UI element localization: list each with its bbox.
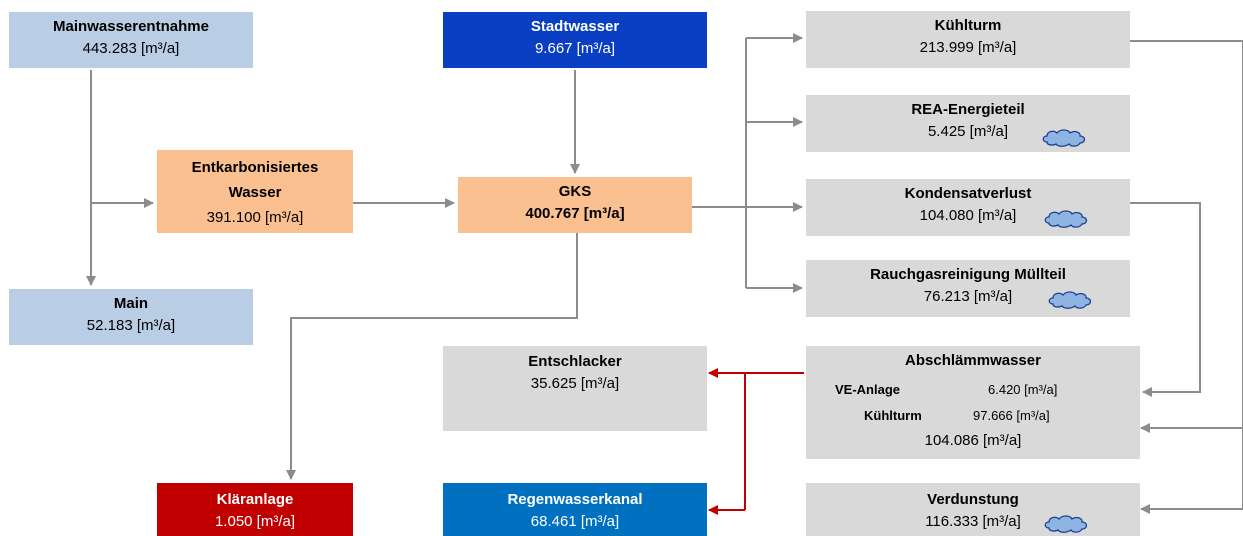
- cloud-icon: [1048, 291, 1092, 309]
- node-title: Kondensatverlust: [904, 185, 1032, 202]
- node-title: Verdunstung: [927, 491, 1019, 508]
- flow-kondensat-to-abschlaemm: [1130, 202, 1201, 397]
- node-kuehlturm: Kühlturm 213.999 [m³/a]: [806, 11, 1130, 68]
- kuehlturm-sub-value: 97.666 [m³/a]: [973, 408, 1050, 423]
- cloud-icon: [1042, 129, 1086, 147]
- node-title: Rauchgasreinigung Müllteil: [870, 266, 1066, 283]
- node-value: 443.283 [m³/a]: [82, 40, 180, 57]
- node-verdunstung: Verdunstung 116.333 [m³/a]: [806, 483, 1140, 536]
- node-value: 68.461 [m³/a]: [530, 513, 620, 530]
- node-title: Mainwasserentnahme: [53, 18, 209, 35]
- node-value: 104.086 [m³/a]: [924, 432, 1022, 449]
- node-value: 35.625 [m³/a]: [530, 375, 620, 392]
- flow-kuehlturm-out: [1130, 40, 1243, 514]
- node-title: Abschlämmwasser: [905, 352, 1041, 369]
- kuehlturm-sub-label: Kühlturm: [864, 408, 922, 423]
- cloud-icon: [1044, 515, 1088, 533]
- node-main: Main 52.183 [m³/a]: [9, 289, 253, 345]
- node-title: Entschlacker: [528, 353, 622, 370]
- node-mainwasserentnahme: Mainwasserentnahme 443.283 [m³/a]: [9, 12, 253, 68]
- node-stadtwasser: Stadtwasser 9.667 [m³/a]: [443, 12, 707, 68]
- node-value: 400.767 [m³/a]: [525, 205, 625, 222]
- node-klaeranlage: Kläranlage 1.050 [m³/a]: [157, 483, 353, 536]
- node-value: 104.080 [m³/a]: [919, 207, 1017, 224]
- node-abschlaemmwasser: Abschlämmwasser VE-Anlage 6.420 [m³/a] K…: [806, 346, 1140, 459]
- node-title: Regenwasserkanal: [507, 491, 643, 508]
- node-title: Main: [113, 295, 149, 312]
- ve-anlage-label: VE-Anlage: [835, 382, 901, 397]
- node-value: 52.183 [m³/a]: [86, 317, 176, 334]
- cloud-icon: [1044, 210, 1088, 228]
- node-value: 1.050 [m³/a]: [214, 513, 296, 530]
- node-value: 76.213 [m³/a]: [923, 288, 1013, 305]
- node-title: Kühlturm: [934, 17, 1002, 34]
- node-gks: GKS 400.767 [m³/a]: [458, 177, 692, 233]
- node-value: 9.667 [m³/a]: [534, 40, 616, 57]
- node-regenwasserkanal: Regenwasserkanal 68.461 [m³/a]: [443, 483, 707, 536]
- node-title: Kläranlage: [216, 491, 294, 508]
- node-value: 391.100 [m³/a]: [206, 209, 304, 226]
- node-value: 213.999 [m³/a]: [919, 39, 1017, 56]
- node-title: REA-Energieteil: [911, 101, 1025, 118]
- node-title-line1: Entkarbonisiertes: [191, 159, 319, 176]
- node-value: 116.333 [m³/a]: [925, 513, 1021, 530]
- node-title-line2: Wasser: [228, 184, 282, 201]
- flow-gks-to-klaeranlage: [286, 233, 578, 480]
- ve-anlage-value: 6.420 [m³/a]: [988, 382, 1058, 397]
- node-entschlacker: Entschlacker 35.625 [m³/a]: [443, 346, 707, 431]
- node-entkarbonisiertes-wasser: Entkarbonisiertes Wasser 391.100 [m³/a]: [157, 150, 353, 233]
- node-title: Stadtwasser: [530, 18, 620, 35]
- node-title: GKS: [558, 183, 592, 200]
- node-value: 5.425 [m³/a]: [927, 123, 1009, 140]
